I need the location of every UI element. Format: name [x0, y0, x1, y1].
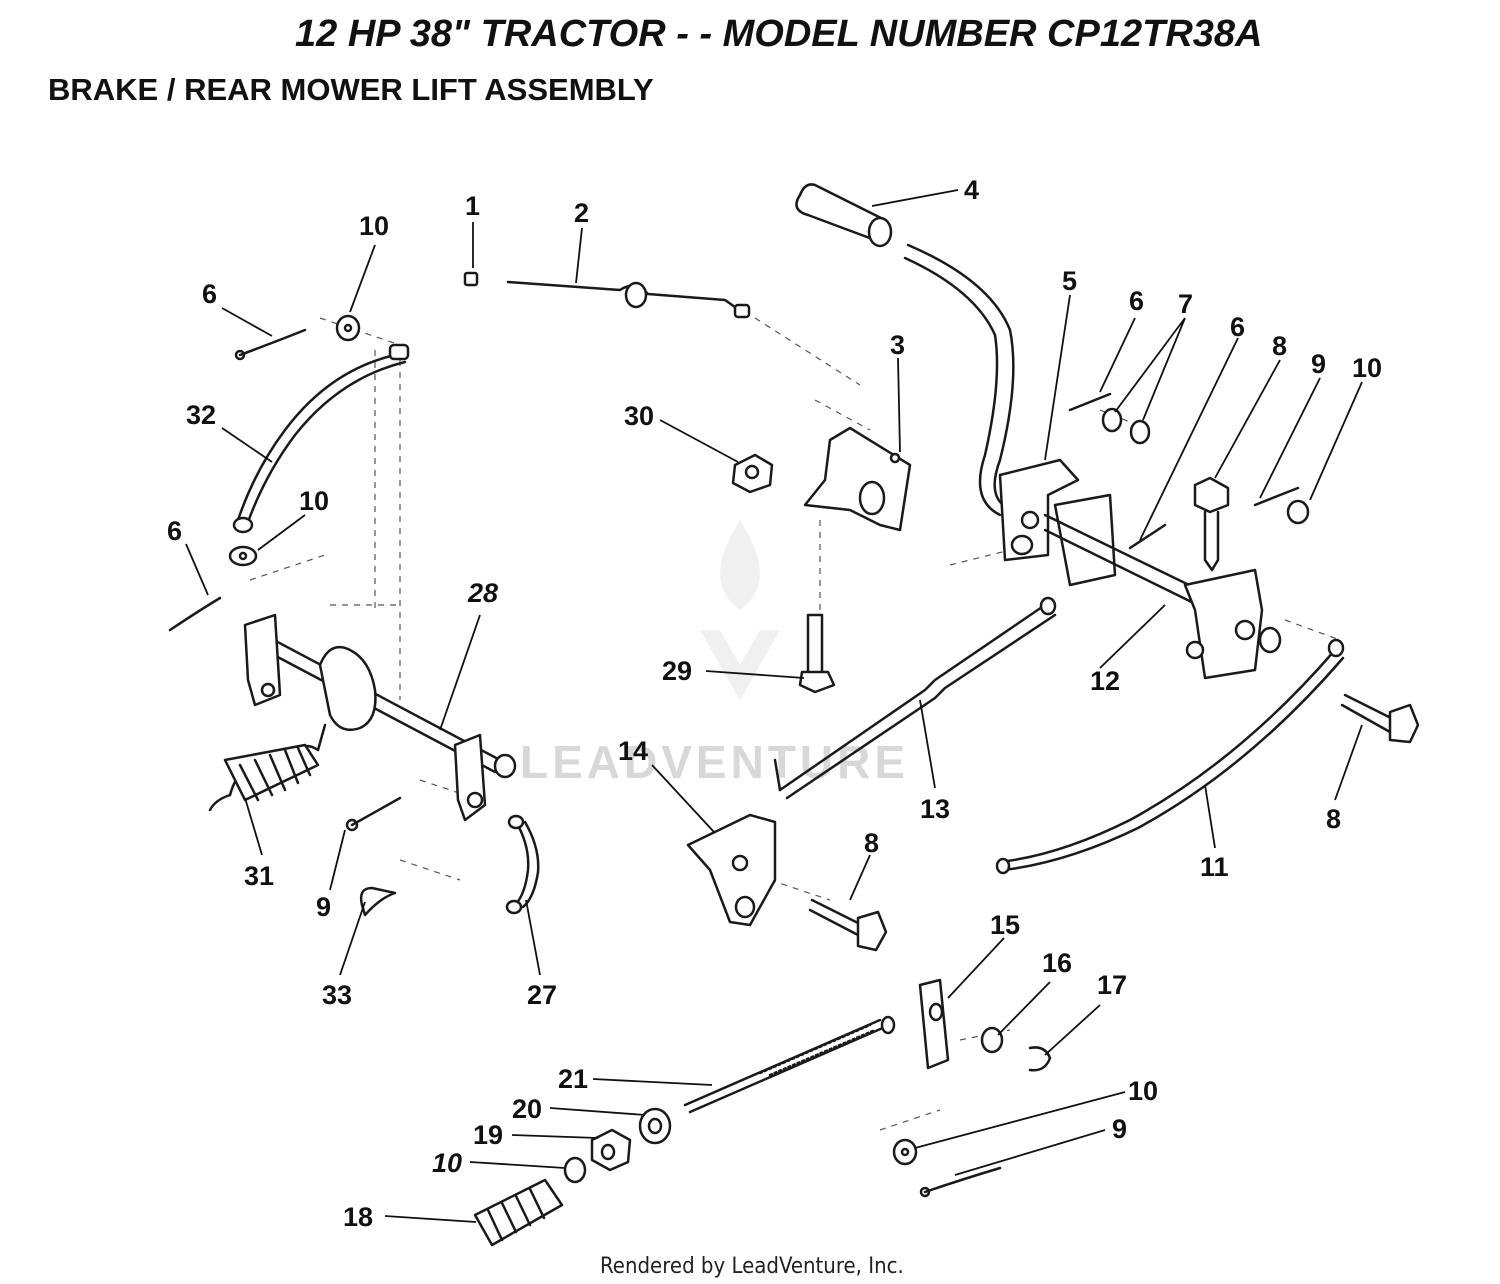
callout-17: 17: [1097, 970, 1127, 1000]
callout-10-top-right: 10: [1352, 353, 1382, 383]
callout-8-right: 8: [1326, 804, 1341, 834]
hardware-top-left: [234, 314, 361, 361]
callout-8-top: 8: [1272, 331, 1287, 361]
part-12-cross-shaft: [1043, 493, 1282, 680]
callout-33: 33: [322, 980, 352, 1010]
leader-lines: [185, 189, 1363, 1223]
watermark-logo: [700, 520, 780, 700]
part-14-bracket: [686, 813, 777, 927]
alignment-lines: [249, 317, 1341, 1131]
part-19-nut: [590, 1128, 632, 1172]
callout-3: 3: [890, 330, 905, 360]
callout-31: 31: [244, 861, 274, 891]
callout-5: 5: [1062, 266, 1077, 296]
part-28-lift-shaft: [243, 613, 517, 822]
part-8-bolt-lower: [808, 898, 888, 952]
part-4-handle-grip: [795, 183, 893, 248]
callout-15: 15: [990, 910, 1020, 940]
callout-20: 20: [512, 1094, 542, 1124]
part-30-nut: [731, 453, 774, 494]
callout-6-right: 6: [1230, 312, 1245, 342]
callout-16: 16: [1042, 948, 1072, 978]
hardware-mid-left: [168, 545, 258, 632]
part-29-bolt: [798, 613, 836, 694]
part-15-link-plate: [918, 978, 950, 1070]
part-10-washer-lower: [563, 1156, 587, 1184]
callout-27: 27: [527, 980, 557, 1010]
callout-32: 32: [186, 400, 216, 430]
diagram-title: 12 HP 38" TRACTOR - - MODEL NUMBER CP12T…: [295, 13, 1262, 55]
part-32-rod: [232, 343, 410, 534]
part-17-clip: [1028, 1046, 1052, 1072]
callout-10-mid-left: 10: [299, 486, 329, 516]
callout-2: 2: [574, 198, 589, 228]
hardware-lower-right: [892, 1138, 1002, 1198]
watermark-text: LEADVENTURE: [520, 736, 909, 788]
part-20-nut: [638, 1107, 672, 1145]
part-8-bolt-right: [1340, 693, 1420, 744]
part-8-bolt-upper: [1193, 476, 1230, 572]
callouts: 1 2 4 3 5 6 7 6 8 9 10 10 6 32 10 6 30 2…: [167, 175, 1382, 1232]
callout-6-top-right: 6: [1129, 286, 1144, 316]
hardware-top-right: [1068, 392, 1310, 550]
callout-10-top-left: 10: [359, 211, 389, 241]
callout-10-lower-left: 10: [432, 1148, 462, 1178]
callout-6-top-left: 6: [202, 279, 217, 309]
callout-13: 13: [920, 794, 950, 824]
part-5-lift-lever: [903, 243, 1080, 562]
callout-7: 7: [1178, 289, 1193, 319]
callout-19: 19: [473, 1120, 503, 1150]
footer-credit: Rendered by LeadVenture, Inc.: [600, 1254, 904, 1279]
part-11-rod: [995, 638, 1345, 875]
callout-8-lower: 8: [864, 828, 879, 858]
part-1-pin: [463, 271, 479, 287]
callout-11: 11: [1200, 852, 1229, 882]
callout-18: 18: [343, 1202, 373, 1232]
callout-9-lower: 9: [1112, 1114, 1127, 1144]
part-16-washer: [980, 1026, 1004, 1054]
callout-30: 30: [624, 401, 654, 431]
callout-29: 29: [662, 656, 692, 686]
callout-9-top: 9: [1311, 349, 1326, 379]
part-13-rod: [773, 596, 1057, 800]
callout-28: 28: [467, 578, 498, 608]
part-18-spring: [473, 1178, 564, 1247]
part-31-spring: [208, 723, 327, 812]
callout-1: 1: [465, 191, 480, 221]
callout-14: 14: [618, 736, 648, 766]
callout-10-lower-right: 10: [1128, 1076, 1158, 1106]
callout-6-mid-left: 6: [167, 516, 182, 546]
diagram-subtitle: BRAKE / REAR MOWER LIFT ASSEMBLY: [48, 72, 654, 107]
callout-4: 4: [964, 175, 979, 205]
part-2-brake-rod: [506, 280, 751, 319]
callout-12: 12: [1090, 666, 1120, 696]
part-21-threaded-rod: [683, 1015, 896, 1114]
part-3-bracket: [803, 426, 912, 532]
callout-21: 21: [558, 1064, 588, 1094]
hardware-mid-lower: [345, 796, 540, 917]
callout-9-mid: 9: [316, 892, 331, 922]
